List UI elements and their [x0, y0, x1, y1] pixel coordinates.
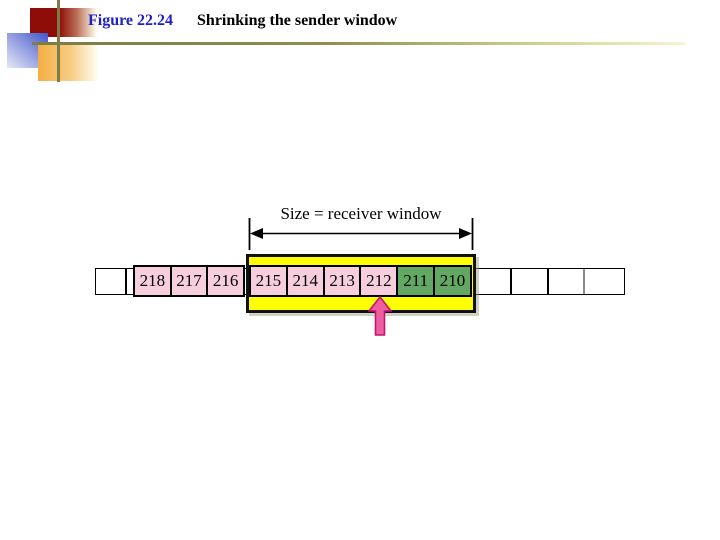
decoration-red-square [30, 8, 57, 37]
sequence-cell: 217 [171, 267, 209, 295]
sequence-cell: 216 [208, 267, 244, 295]
decoration-red-gradient [59, 8, 97, 37]
decoration-vertical-line [57, 0, 60, 82]
sequence-cell: 215 [251, 267, 288, 295]
cell-group-inside-window: 215 214 213 212 211 210 [249, 265, 472, 297]
strip-divider [547, 269, 549, 294]
up-arrow-icon [368, 296, 392, 336]
sequence-cell: 212 [361, 267, 399, 295]
sequence-cell: 213 [324, 267, 362, 295]
double-arrow-icon [248, 218, 474, 250]
figure-label: Figure 22.24 [88, 12, 174, 29]
title-rule [32, 42, 685, 45]
strip-divider [510, 269, 512, 294]
strip-divider [583, 269, 585, 294]
size-label: Size = receiver window [280, 204, 442, 223]
cell-group-outside-window: 218 217 216 [133, 265, 245, 297]
sequence-cell: 211 [398, 267, 436, 295]
decoration-orange-square [38, 45, 98, 81]
strip-divider [125, 269, 127, 294]
header: Figure 22.24 Shrinking the sender window [88, 12, 397, 30]
sequence-cell: 218 [135, 267, 172, 295]
sequence-cell: 214 [287, 267, 325, 295]
page-title: Shrinking the sender window [197, 12, 398, 29]
sequence-cell: 210 [435, 267, 470, 295]
